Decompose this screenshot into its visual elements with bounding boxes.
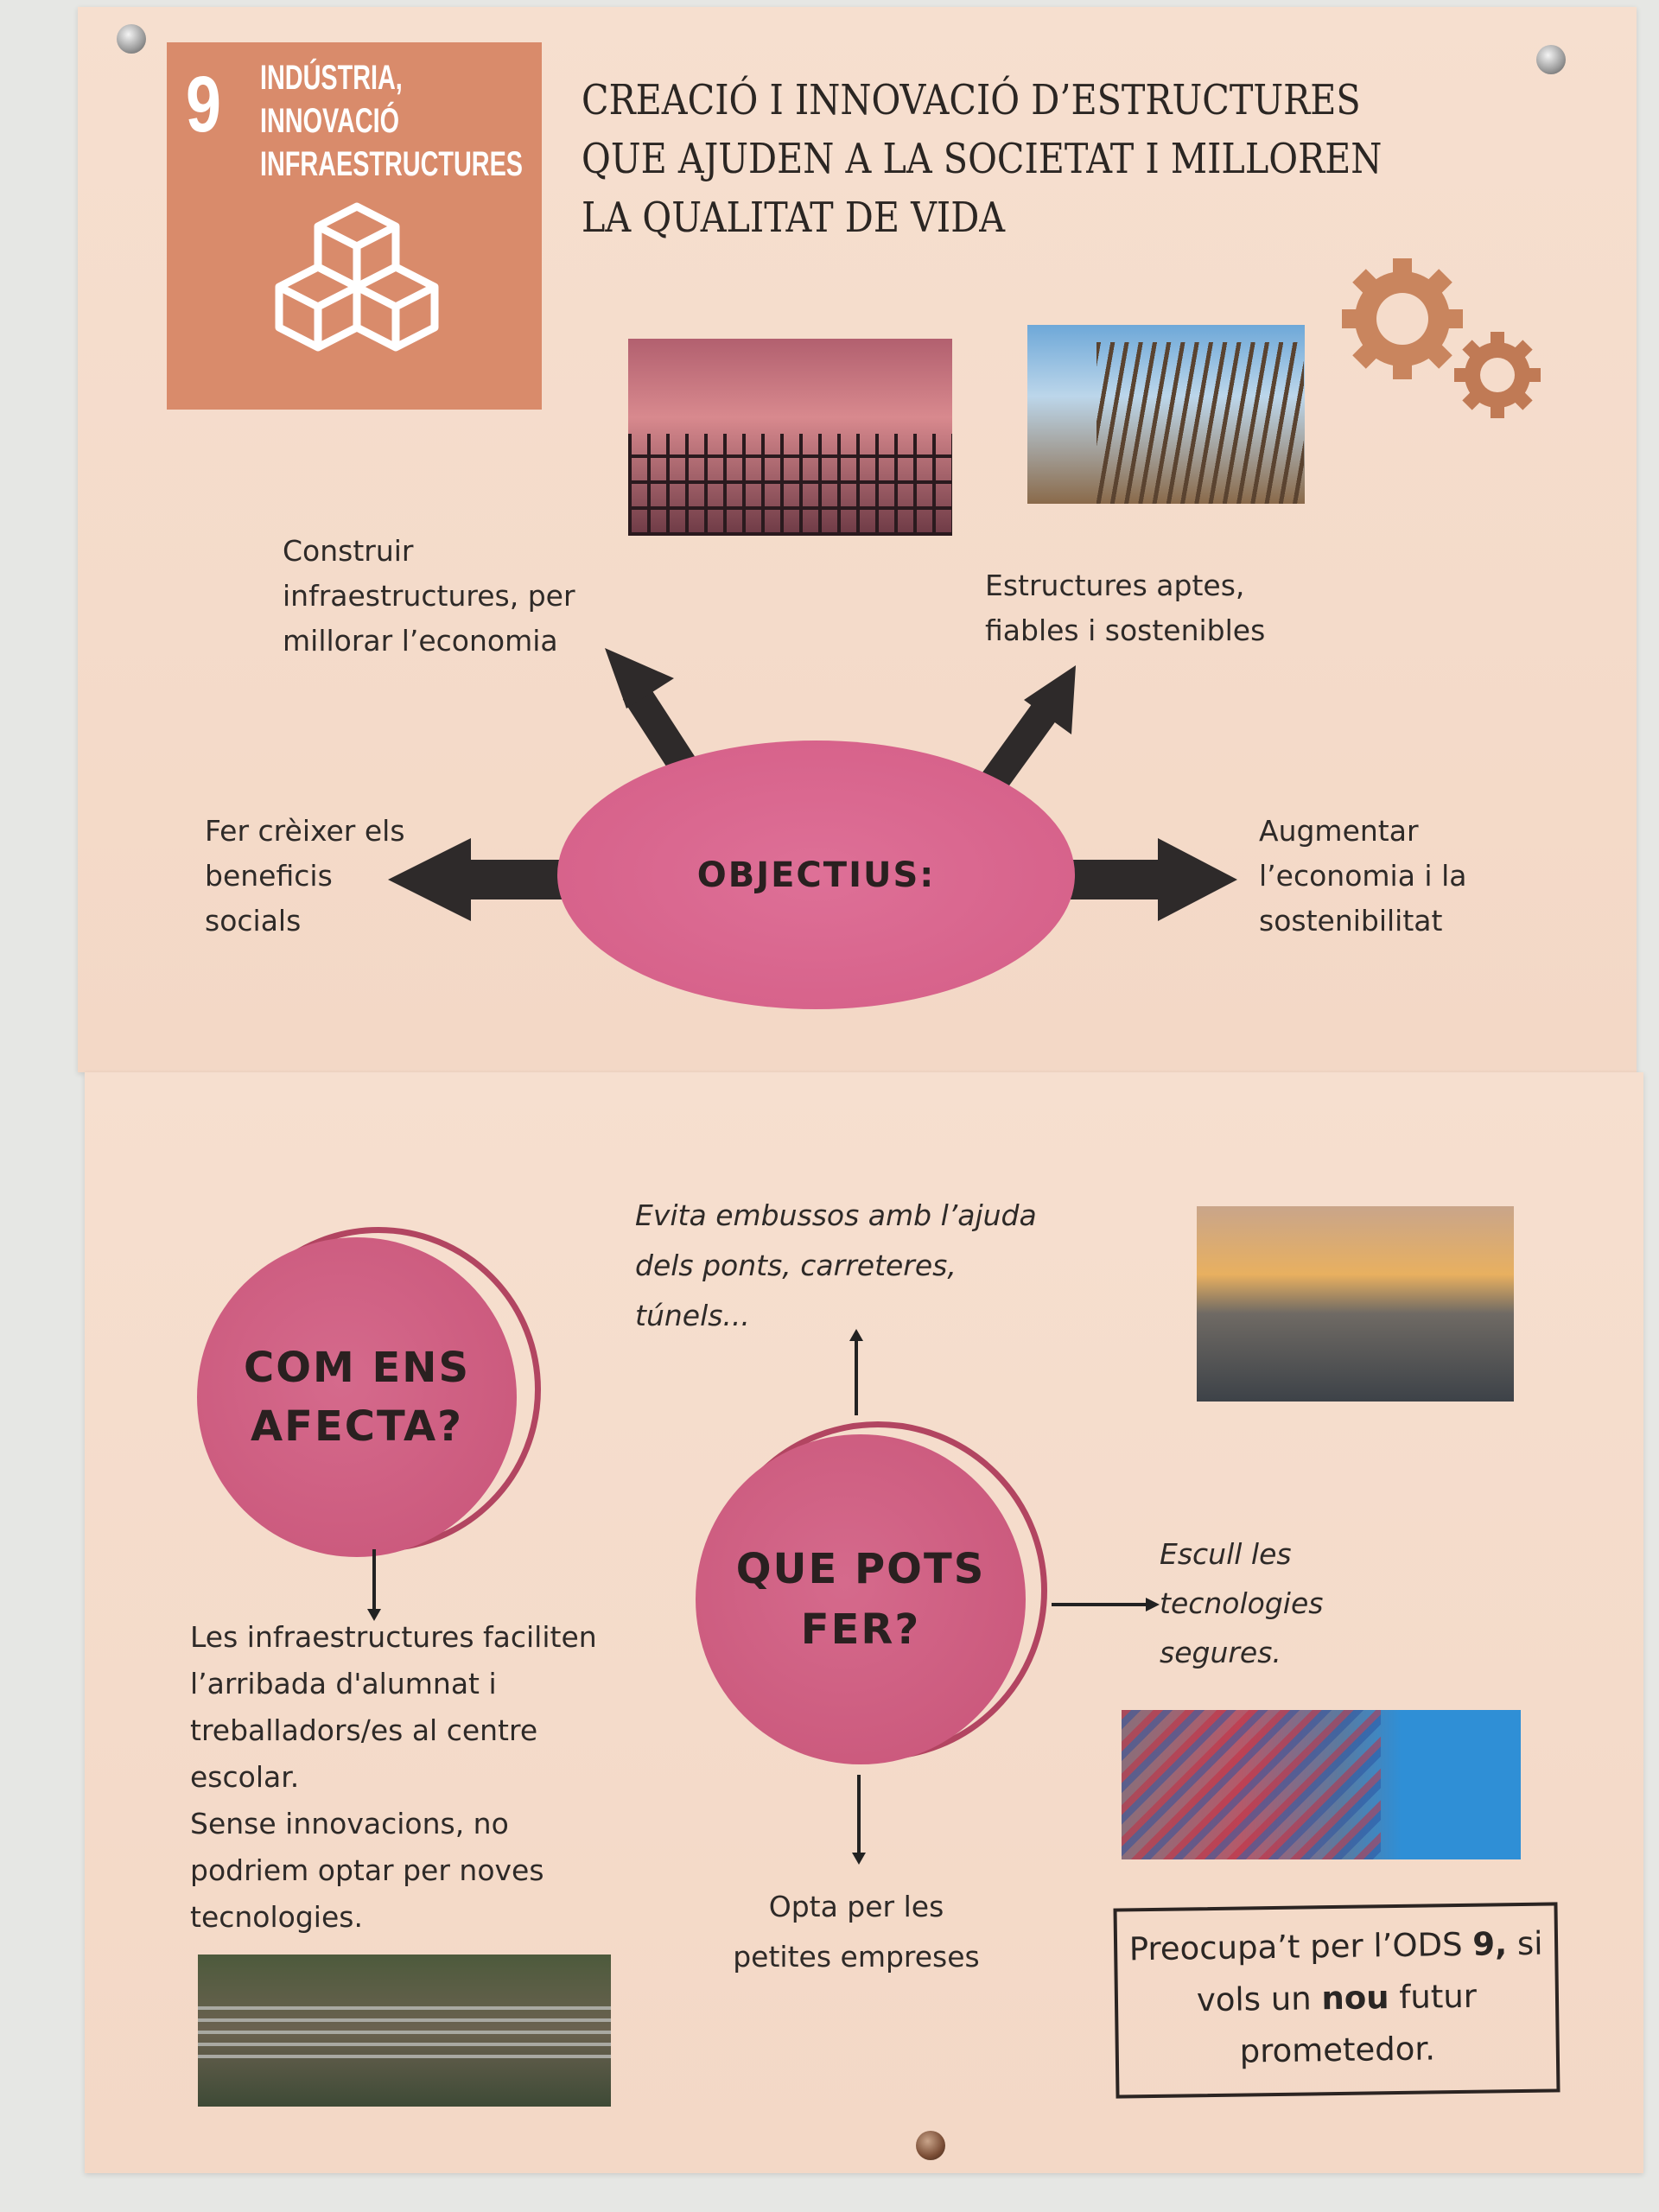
pushpin [916, 2131, 945, 2160]
title-line: LA QUALITAT DE VIDA [582, 194, 1006, 242]
arrow-left-icon [388, 838, 566, 921]
objectius-label: OBJECTIUS: [696, 855, 936, 895]
text-line: podriem optar per noves [190, 1853, 544, 1887]
title-line: QUE AJUDEN A LA SOCIETAT I MILLOREN [582, 135, 1382, 183]
pushpin [1536, 45, 1566, 74]
text-line: dels ponts, carreteres, [635, 1249, 957, 1282]
sdg-label: INDÚSTRIA, INNOVACIÓ INFRAESTRUCTURES [260, 56, 523, 186]
sdg-label-line: INDÚSTRIA, [260, 59, 403, 97]
thin-arrows [367, 1329, 1160, 1865]
sdg-9-tile: 9 INDÚSTRIA, INNOVACIÓ INFRAESTRUCTURES [167, 42, 542, 410]
objectius-arrows [388, 648, 1237, 921]
objective-left: Fer crèixer els beneficis socials [205, 809, 405, 944]
poster-title: CREACIÓ I INNOVACIÓ D’ESTRUCTURES QUE AJ… [582, 71, 1382, 247]
text-line: l’arribada d'alumnat i [190, 1667, 497, 1700]
arrow-right-icon [1066, 838, 1237, 921]
sdg-number: 9 [186, 60, 221, 149]
sdg-label-line: INFRAESTRUCTURES [260, 145, 524, 183]
callout-line: vols un nou futur [1118, 1969, 1556, 2027]
callout-bold: nou [1321, 1979, 1389, 2018]
sdg-label-line: INNOVACIÓ [260, 102, 400, 140]
que-pots-fer-right-text: Escull les tecnologies segures. [1160, 1529, 1323, 1677]
text-line: petites empreses [733, 1940, 980, 1974]
title-line: FER? [800, 1605, 921, 1654]
text-line: Opta per les [768, 1890, 944, 1923]
pushpin [117, 24, 146, 54]
arrow-right-icon [1052, 1598, 1160, 1611]
com-ens-afecta-circle: COM ENS AFECTA? [197, 1237, 517, 1557]
text-line: Les infraestructures faciliten [190, 1620, 597, 1654]
que-pots-fer-title: QUE POTS FER? [736, 1539, 986, 1660]
gears-icon [1342, 258, 1541, 418]
text-line: beneficis [205, 859, 333, 893]
text-line: túnels... [635, 1299, 750, 1332]
city-sunset-photo [1197, 1206, 1514, 1402]
text-line: millorar l’economia [283, 624, 558, 658]
arrow-up-icon [849, 1329, 863, 1415]
objectius-ellipse: OBJECTIUS: [557, 741, 1075, 1009]
container-port-photo [1122, 1710, 1521, 1859]
text-line: Construir [283, 534, 414, 568]
objective-right: Augmentar l’economia i la sostenibilitat [1259, 809, 1466, 944]
text-line: Sense innovacions, no [190, 1807, 509, 1840]
cubes-icon [275, 202, 439, 352]
callout-text: si [1506, 1924, 1543, 1963]
building-construction-photo [1027, 325, 1305, 504]
text-line: tecnologies. [190, 1900, 363, 1934]
text-line: socials [205, 904, 302, 938]
objective-top-left: Construir infraestructures, per millorar… [283, 529, 575, 664]
text-line: tecnologies [1160, 1586, 1324, 1620]
callout-line: prometedor. [1239, 2030, 1436, 2070]
text-line: Estructures aptes, [985, 569, 1245, 602]
arrow-down-icon [367, 1549, 381, 1621]
callout-bold: 9, [1472, 1925, 1508, 1963]
com-ens-afecta-title: COM ENS AFECTA? [244, 1338, 470, 1456]
text-line: treballadors/es al centre [190, 1713, 538, 1747]
que-pots-fer-circle: QUE POTS FER? [696, 1434, 1026, 1764]
title-line: CREACIÓ I INNOVACIÓ D’ESTRUCTURES [582, 76, 1361, 124]
callout-text: vols un [1196, 1980, 1322, 2019]
highway-interchange-photo [198, 1955, 611, 2107]
scaffolding-photo [628, 339, 952, 536]
title-line: AFECTA? [251, 1402, 463, 1451]
arrow-down-icon [852, 1775, 866, 1865]
callout-box: Preocupa’t per l’ODS 9, si vols un nou f… [1113, 1902, 1560, 2099]
text-line: fiables i sostenibles [985, 613, 1266, 647]
text-line: infraestructures, per [283, 579, 575, 613]
text-line: l’economia i la [1259, 859, 1467, 893]
text-line: Escull les [1160, 1537, 1292, 1571]
callout-line: Preocupa’t per l’ODS 9, si [1117, 1917, 1555, 1975]
que-pots-fer-down-text: Opta per les petites empreses [683, 1882, 1029, 1982]
arrow-up-right-icon [982, 665, 1076, 791]
title-line: COM ENS [243, 1344, 471, 1392]
text-line: Augmentar [1259, 814, 1419, 848]
arrow-up-left-icon [605, 648, 696, 773]
objective-top-right: Estructures aptes, fiables i sostenibles [985, 563, 1265, 653]
callout-text: futur [1389, 1977, 1478, 2017]
text-line: Evita embussos amb l’ajuda [635, 1198, 1037, 1232]
com-ens-afecta-text: Les infraestructures faciliten l’arribad… [190, 1614, 597, 1941]
text-line: escolar. [190, 1760, 300, 1794]
text-line: Fer crèixer els [205, 814, 405, 848]
title-line: QUE POTS [735, 1545, 986, 1593]
text-line: segures. [1160, 1636, 1281, 1669]
callout-text: Preocupa’t per l’ODS [1128, 1925, 1473, 1968]
text-line: sostenibilitat [1259, 904, 1443, 938]
que-pots-fer-up-text: Evita embussos amb l’ajuda dels ponts, c… [635, 1191, 1037, 1341]
